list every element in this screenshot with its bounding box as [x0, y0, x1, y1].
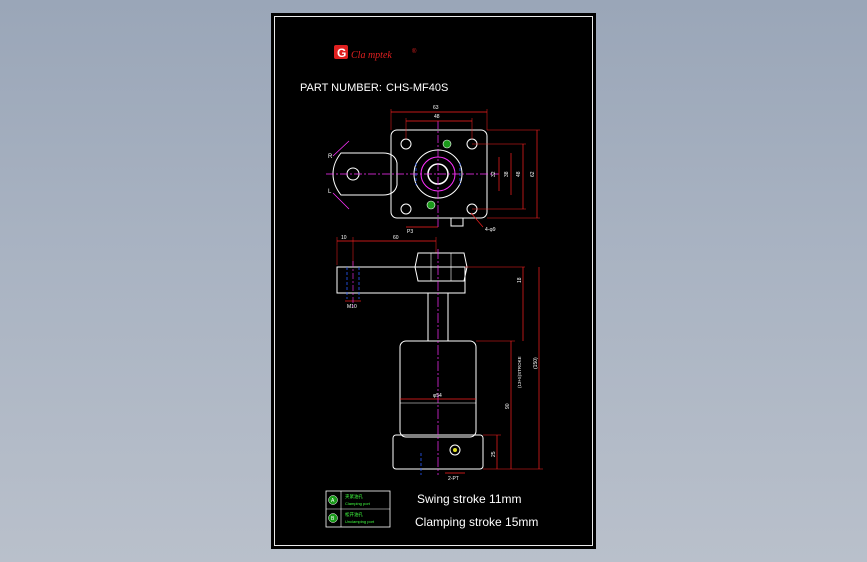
legend-mark-b: B	[331, 516, 335, 522]
dim-holes: 4-φ9	[485, 227, 496, 233]
arm-label-l: L	[328, 189, 332, 195]
dim-top: 18	[517, 277, 523, 283]
dim-arm-tip: M10	[347, 304, 357, 310]
legend-cn-a: 夹紧油孔	[345, 493, 363, 500]
dim-total: (150)	[533, 357, 539, 369]
drawing-sheet: G Cla mptek ® PART NUMBER: CHS-MF40S	[271, 13, 596, 549]
port-a-marker	[442, 139, 452, 149]
arm-label-r: R	[328, 154, 333, 160]
dim-right-1: 32	[491, 171, 497, 177]
base-port	[449, 444, 461, 456]
logo-text: Cla mptek	[351, 50, 392, 61]
dim-stroke-label: (13+5)STROKE	[517, 356, 522, 388]
dim-right-4: 62	[530, 171, 536, 177]
dim-inner-width: 48	[434, 114, 440, 120]
leader-holes	[470, 212, 484, 228]
swing-line-l	[332, 192, 350, 210]
dim-bottom: P3	[407, 229, 413, 235]
dim-port: 2-PT	[448, 476, 459, 482]
legend-mark-a: A	[331, 498, 335, 504]
part-number-label: PART NUMBER:	[300, 82, 382, 94]
bottom-fitting	[450, 217, 464, 227]
side-arm	[336, 266, 466, 294]
base-port-center	[453, 448, 457, 452]
logo-letter: G	[337, 46, 346, 60]
legend-marker-a	[328, 495, 338, 505]
dim-right-3: 48	[516, 171, 522, 177]
port-legend: A 夹紧油孔 Clamping port B 松开油孔 Unclamping p…	[325, 490, 391, 528]
legend-marker-b	[328, 513, 338, 523]
legend-en-b: Unclamping port	[345, 519, 375, 524]
dim-base: 25	[491, 451, 497, 457]
part-number-value: CHS-MF40S	[386, 82, 448, 94]
flange-hole	[400, 138, 412, 150]
clamptek-logo: G Cla mptek ®	[334, 45, 417, 61]
legend-en-a: Clamping port	[345, 501, 371, 506]
dim-right-2: 38	[504, 171, 510, 177]
logo-mark	[334, 45, 348, 59]
dim-body-dia: φ54	[433, 393, 442, 399]
swing-line-r	[332, 140, 350, 157]
sheet-border	[274, 16, 593, 546]
dim-arm-offset: 10	[341, 235, 347, 241]
dim-body-height: 90	[505, 403, 511, 409]
flange-hole	[400, 203, 412, 215]
port-b-marker	[426, 200, 436, 210]
side-view: 10 60 M10 φ5	[336, 235, 543, 482]
dim-arm-length: 60	[393, 235, 399, 241]
swing-arm	[332, 152, 398, 196]
logo-registered: ®	[412, 48, 417, 55]
note-clamping-stroke: Clamping stroke 15mm	[415, 515, 538, 529]
cad-drawing: G Cla mptek ® PART NUMBER: CHS-MF40S	[300, 45, 543, 529]
dim-outer-width: 63	[433, 105, 439, 111]
top-view: R L 63 48	[326, 105, 540, 235]
note-swing-stroke: Swing stroke 11mm	[417, 492, 521, 506]
legend-cn-b: 松开油孔	[345, 511, 363, 518]
